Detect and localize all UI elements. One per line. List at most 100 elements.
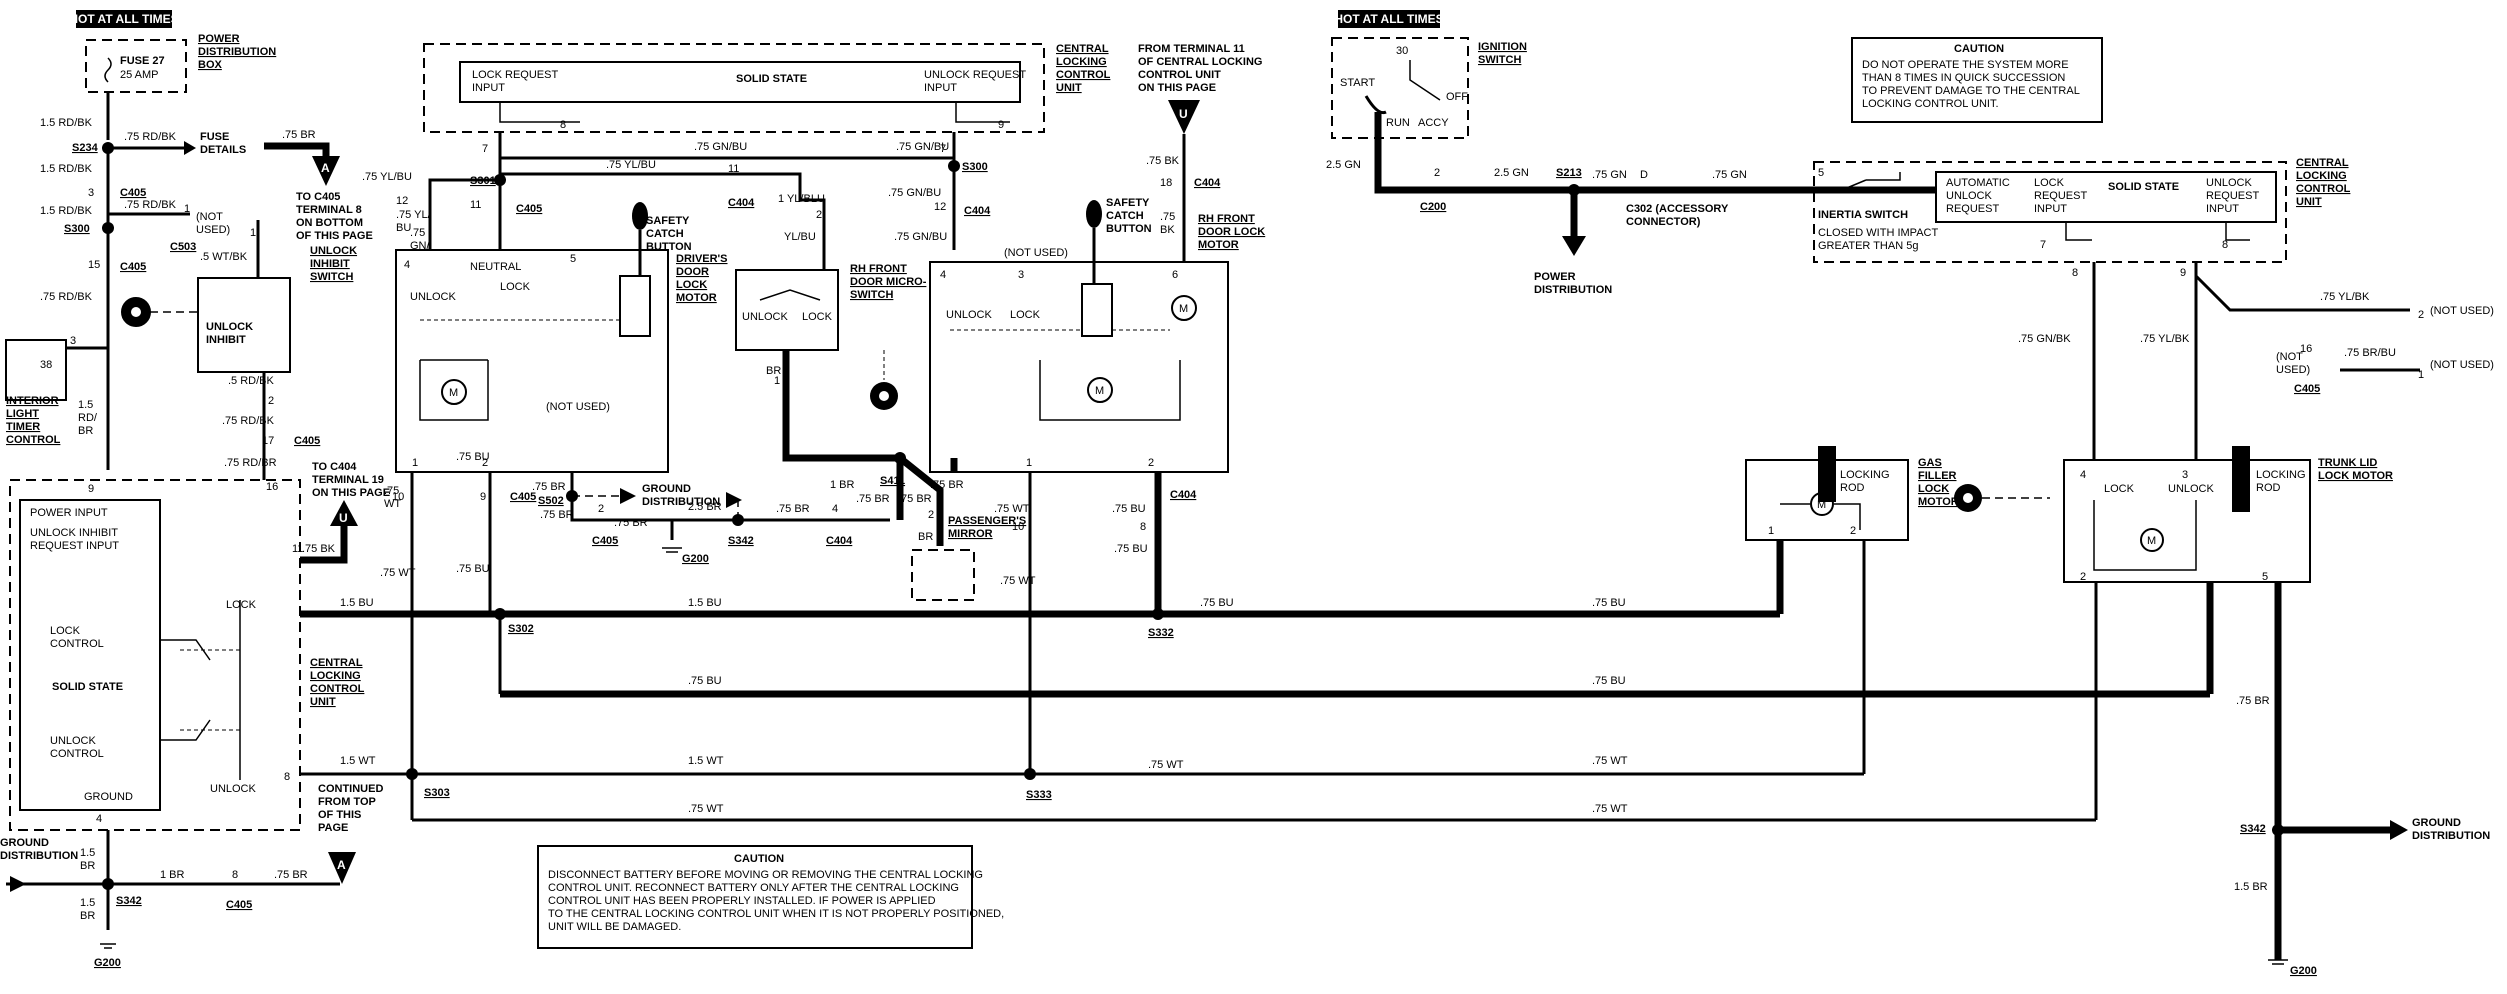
rh-unlock-label: UNLOCK (946, 309, 993, 321)
wire-label: 2.5 GN (1326, 159, 1361, 171)
wire-label: .75 WT (1592, 803, 1628, 815)
caution-bottom-text: DISCONNECT BATTERY BEFORE MOVING OR REMO… (548, 869, 1004, 933)
pin-label: 2 (1434, 167, 1440, 179)
trunk-unlock-label: UNLOCK (2168, 483, 2215, 495)
caution-bottom-box (537, 845, 973, 949)
pin-label: 12 (934, 201, 946, 213)
splice-s342b-label: S342 (728, 535, 754, 547)
safety-catch-button-icon (632, 202, 648, 230)
pin-label: 9 (2180, 267, 2186, 279)
wire-label: .75 YL/BK (2320, 291, 2370, 303)
motor-m: M (449, 387, 458, 399)
trunk-lid-lock-motor[interactable] (2063, 459, 2311, 583)
wire-label: .75 GN/BU (896, 141, 949, 153)
connector-c405g: C405 (2294, 383, 2320, 395)
connector-arrow-a2 (328, 852, 356, 884)
micro-unlock-label: UNLOCK (742, 311, 789, 323)
wire-label: 1.5 BU (688, 597, 722, 609)
caution-top-title: CAUTION (1954, 43, 2004, 55)
pin-label: 7 (2040, 239, 2046, 251)
wire-label: YL/BU (784, 231, 816, 243)
wire-label: .5 RD/BK (228, 375, 275, 387)
connector-arrow-u (330, 500, 358, 526)
motor-m: M (2147, 535, 2156, 547)
start-label: START (1340, 77, 1375, 89)
wire-label: .75 BK (1146, 155, 1180, 167)
trunk-lock-label: LOCK (2104, 483, 2135, 495)
power-input-label: POWER INPUT (30, 507, 108, 519)
safety-catch-button-icon (1086, 200, 1102, 228)
top-solid-state-label: SOLID STATE (736, 73, 807, 85)
pin-label: 1 (184, 203, 190, 215)
passengers-mirror (911, 549, 975, 601)
wire-label: .75 RD/BK (124, 131, 177, 143)
connector-c405e: C405 (510, 491, 536, 503)
pin-label: 3 (2182, 469, 2188, 481)
pin-label: 16 (2300, 343, 2312, 355)
pin-label: 9 (480, 491, 486, 503)
rh-front-door-lock-motor[interactable] (929, 261, 1229, 473)
wire-label: .75 WT (1000, 575, 1036, 587)
right-solid-state-module (1935, 171, 2277, 223)
splice-s342c-label: S342 (2240, 823, 2266, 835)
pin-label: 8 (232, 869, 238, 881)
ignition-switch[interactable] (1331, 37, 1469, 139)
solid-state-label: SOLID STATE (52, 681, 123, 693)
wire-label: .75 BR (282, 129, 316, 141)
wire-label: .75 GN/BU (694, 141, 747, 153)
connector-c405c: C405 (294, 435, 320, 447)
connector-arrow-u2 (1168, 100, 1200, 134)
run-label: RUN (1386, 117, 1410, 129)
wire-label: 1 BR (830, 479, 855, 491)
hot-at-all-times-banner (76, 10, 172, 28)
interior-light-timer-box (5, 339, 67, 401)
splice-s213-label: S213 (1556, 167, 1582, 179)
pin-label: 2 (268, 395, 274, 407)
wire-label: .75 BU (456, 451, 490, 463)
motor-m: M (1817, 499, 1826, 511)
caution-top-box (1851, 37, 2103, 123)
wire-label: .75 RD/BK (40, 291, 93, 303)
pin-label: 8 (2072, 267, 2078, 279)
connector-c405e2: C405 (592, 535, 618, 547)
rh-front-door-micro-switch[interactable] (735, 269, 839, 351)
micro-lock-label: LOCK (802, 311, 833, 323)
rh-not-used: (NOT USED) (1004, 247, 1068, 259)
pin-label: 8 (560, 119, 566, 131)
wire-label: .75 BU (1200, 597, 1234, 609)
ground-g200c: G200 (2290, 965, 2317, 977)
power-distribution-box (85, 39, 187, 93)
pin-label: 4 (832, 503, 838, 515)
unlock-inhibit-switch[interactable] (197, 277, 291, 373)
pin-label: 7 (482, 143, 488, 155)
wire-label: 1.5 RD/BK (40, 163, 93, 175)
pin-label: 2 (928, 509, 934, 521)
wire-label: .75 YL/BU (606, 159, 656, 171)
fuse-rating: 25 AMP (120, 69, 159, 81)
arrow-a-label: A (321, 161, 330, 175)
